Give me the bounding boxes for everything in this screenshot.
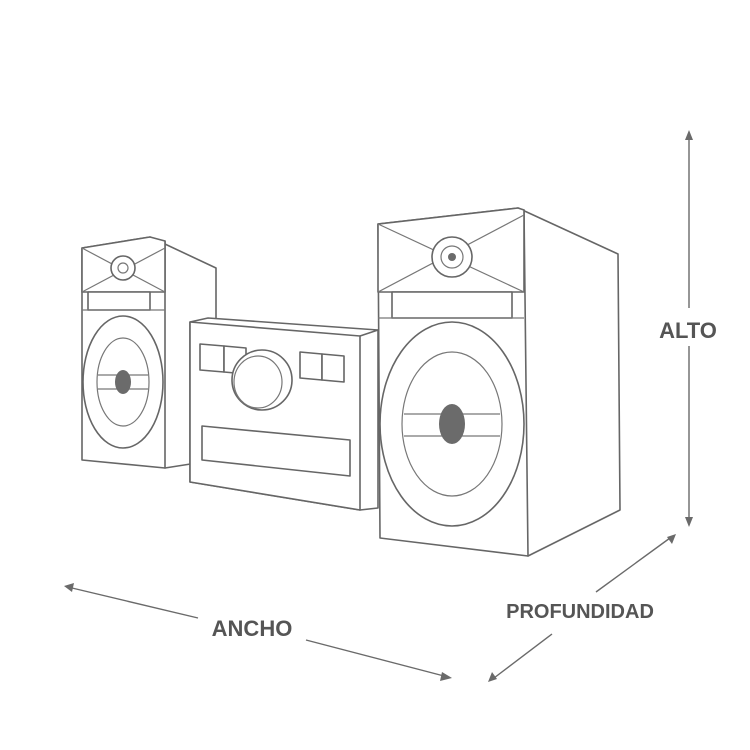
left-speaker: [81, 236, 217, 469]
right-speaker: [377, 207, 621, 557]
height-dimension-arrow: [685, 130, 693, 527]
width-dimension-arrow: [64, 583, 452, 681]
height-label: ALTO: [659, 318, 717, 343]
depth-label: PROFUNDIDAD: [506, 601, 654, 623]
depth-dimension-arrow: [488, 534, 676, 682]
center-unit: [189, 317, 379, 511]
width-label: ANCHO: [212, 616, 293, 641]
